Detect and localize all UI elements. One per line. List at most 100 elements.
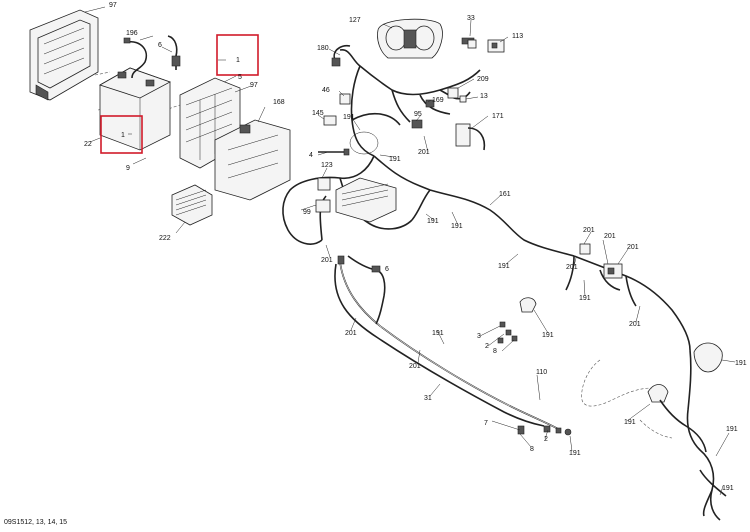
clamp-191-right bbox=[693, 342, 723, 373]
fuse-box-bracket-168 bbox=[214, 119, 291, 201]
starter-cable-6 bbox=[347, 255, 386, 325]
callout-110: 110 bbox=[536, 369, 547, 376]
clamp-191a bbox=[349, 131, 379, 155]
callout-191: 191 bbox=[722, 485, 734, 492]
callout-191: 191 bbox=[579, 295, 591, 302]
callout-97: 97 bbox=[109, 2, 117, 9]
callout-201: 201 bbox=[321, 257, 333, 264]
sensor-209 bbox=[447, 87, 459, 99]
battery-tray-97 bbox=[29, 9, 99, 101]
callout-31: 7 bbox=[484, 420, 488, 427]
callout-209: 209 bbox=[477, 76, 489, 83]
connector-46 bbox=[339, 93, 351, 105]
callout-9: 9 bbox=[126, 165, 130, 172]
callout-201: 201 bbox=[604, 233, 616, 240]
callout-191: 191 bbox=[343, 114, 355, 121]
callout-3: 3 bbox=[477, 333, 481, 340]
bolt-4 bbox=[318, 148, 350, 156]
dashed-wire bbox=[581, 359, 653, 407]
callout-95: 95 bbox=[414, 111, 422, 118]
figure-code: 09S1512, 13, 14, 15 bbox=[4, 519, 68, 526]
callout-46: 46 bbox=[322, 87, 330, 94]
callout-6: 6 bbox=[158, 42, 162, 49]
callout-2: 8 bbox=[530, 446, 534, 453]
callout-168: 168 bbox=[273, 99, 285, 106]
battery-cable-196 bbox=[123, 37, 147, 79]
connector-201b bbox=[579, 243, 591, 255]
callout-1: 1 bbox=[236, 57, 240, 64]
callout-171: 171 bbox=[492, 113, 504, 120]
hardware-set-mid bbox=[497, 321, 518, 344]
gauge-cluster-127 bbox=[377, 18, 443, 59]
switch-113 bbox=[487, 39, 505, 53]
callout-22: 22 bbox=[84, 141, 92, 148]
highlight-box-top bbox=[216, 34, 259, 76]
cable-terminal bbox=[337, 255, 345, 265]
callout-191: 191 bbox=[542, 332, 554, 339]
main-wiring-harness-161 bbox=[429, 189, 721, 521]
callout-201: 201 bbox=[627, 244, 639, 251]
callout-1: 1 bbox=[121, 132, 125, 139]
callout-33: 33 bbox=[467, 15, 475, 22]
callout-201: 201 bbox=[566, 264, 578, 271]
callout-180: 180 bbox=[317, 45, 329, 52]
callout-145: 145 bbox=[312, 110, 324, 117]
callout-201: 201 bbox=[583, 227, 595, 234]
callout-123: 123 bbox=[321, 162, 333, 169]
callout-97: 97 bbox=[250, 82, 258, 89]
callout-13: 13 bbox=[480, 93, 488, 100]
callout-labels-extra: 191 191 bbox=[722, 426, 738, 492]
switch-33 bbox=[461, 37, 477, 49]
callout-6: 6 bbox=[385, 266, 389, 273]
leader-lines bbox=[84, 6, 736, 496]
callout-labels: 97 196 6 1 5 97 22 1 9 168 222 127 33 11… bbox=[84, 2, 747, 457]
hardware-set-lower bbox=[517, 425, 572, 436]
callout-8: 8 bbox=[493, 348, 497, 355]
dashed-wire bbox=[639, 419, 673, 439]
callout-196: 196 bbox=[126, 30, 138, 37]
lower-harness bbox=[659, 399, 727, 517]
fuse-block bbox=[335, 177, 397, 223]
clamp-191-lower bbox=[647, 384, 669, 403]
ground-cable-6 bbox=[167, 35, 181, 70]
callout-191: 191 bbox=[624, 419, 636, 426]
callout-8: 191 bbox=[569, 450, 581, 457]
callout-191: 191 bbox=[432, 330, 444, 337]
callout-201: 201 bbox=[418, 149, 430, 156]
callout-201: 31 bbox=[424, 395, 432, 402]
callout-161: 161 bbox=[499, 191, 511, 198]
negative-cable-31 bbox=[334, 263, 545, 427]
callout-191: 191 bbox=[427, 218, 439, 225]
callout-191: 191 bbox=[735, 360, 747, 367]
callout-201: 201 bbox=[345, 330, 357, 337]
callout-7: 2 bbox=[544, 436, 548, 443]
callout-5: 5 bbox=[238, 74, 242, 81]
relay-123 bbox=[317, 177, 331, 191]
connector-99 bbox=[315, 199, 331, 213]
clamp-191-mid bbox=[519, 297, 537, 313]
callout-191: 191 bbox=[498, 263, 510, 270]
callout-222: 222 bbox=[159, 235, 171, 242]
positive-cable-110 bbox=[339, 261, 561, 431]
connector-block-201 bbox=[603, 263, 623, 279]
callout-127: 127 bbox=[349, 17, 361, 24]
highlight-box-left bbox=[100, 115, 143, 154]
connector-95 bbox=[411, 119, 423, 129]
callout-169: 169 bbox=[432, 97, 444, 104]
relay-169 bbox=[425, 99, 435, 108]
callout-191: 191 bbox=[451, 223, 463, 230]
callout-201: 201 bbox=[629, 321, 641, 328]
connector-145 bbox=[323, 115, 337, 126]
regulator-222 bbox=[171, 184, 213, 226]
coil-171 bbox=[455, 123, 486, 151]
callout-99: 99 bbox=[303, 209, 311, 216]
callout-113: 113 bbox=[512, 33, 523, 40]
callout-201: 201 bbox=[409, 363, 421, 370]
callout-4: 4 bbox=[309, 152, 313, 159]
battery-22 bbox=[99, 67, 171, 151]
sensor-180 bbox=[331, 44, 351, 67]
connector-13 bbox=[459, 95, 467, 103]
callout-2: 2 bbox=[485, 343, 489, 350]
callout-191: 191 bbox=[726, 426, 738, 433]
